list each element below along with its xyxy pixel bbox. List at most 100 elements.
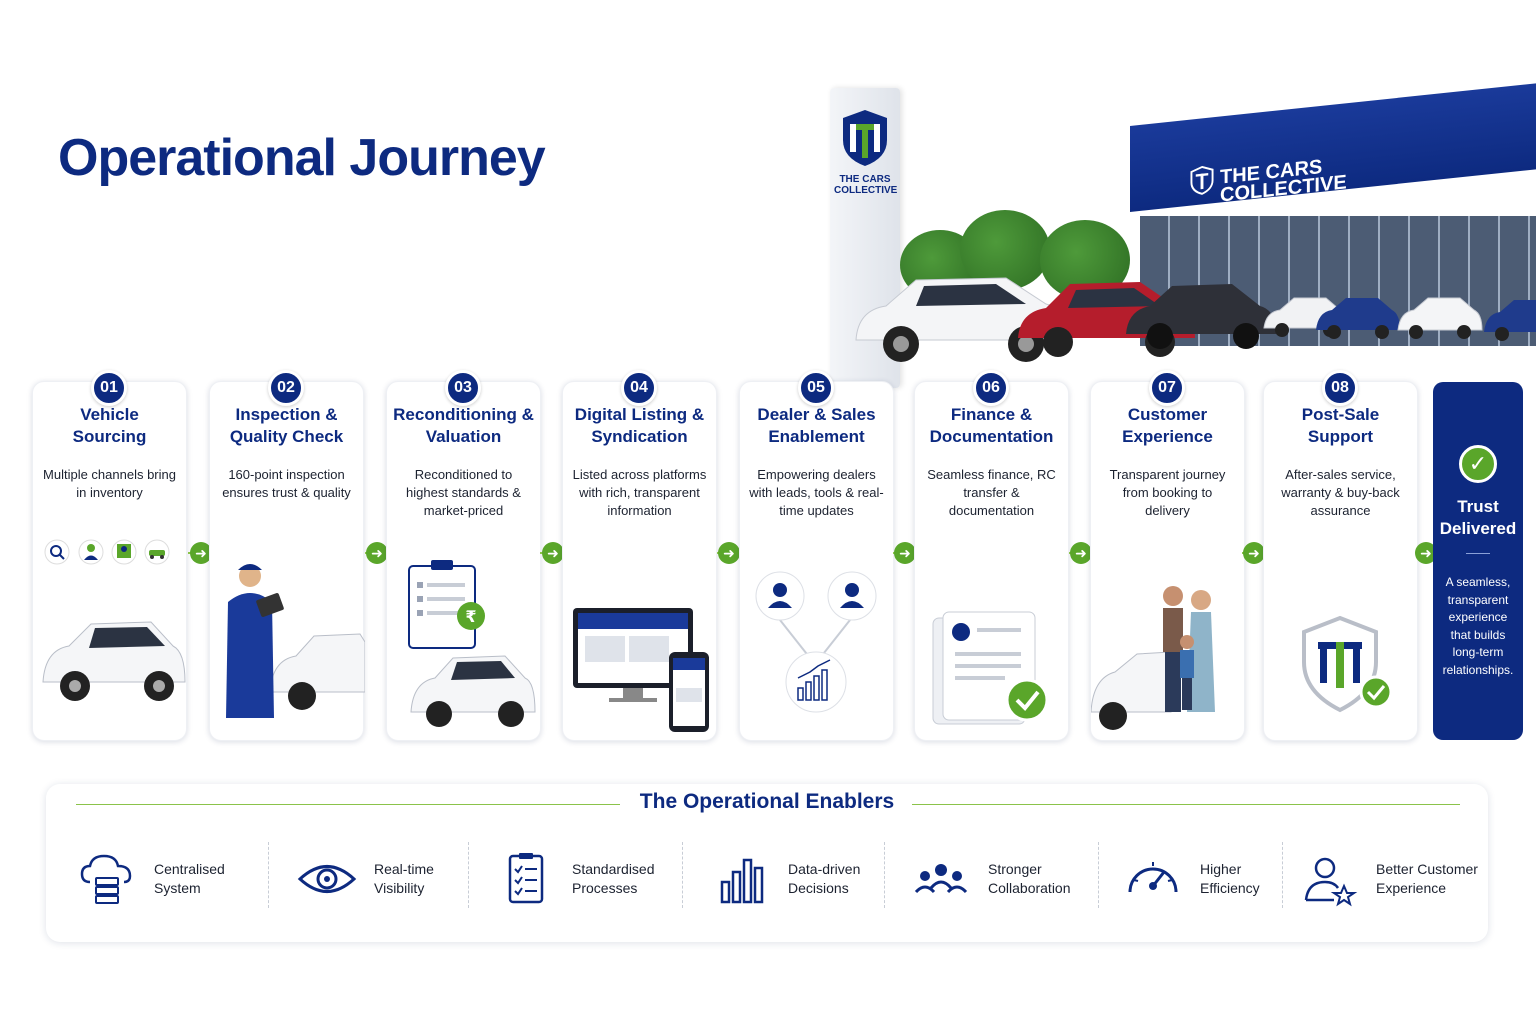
phone-icon: [669, 652, 709, 732]
white-suv-image: [410, 655, 536, 727]
next-arrow-icon: ➜: [718, 542, 740, 564]
user-icon: [755, 571, 805, 621]
bar-chart-icon: [710, 848, 772, 910]
enabler-item: Standardised Processes: [494, 844, 655, 914]
step-number-badge: 06: [973, 370, 1009, 406]
enabler-item: Data-driven Decisions: [710, 844, 860, 914]
pylon-brand-name: THE CARS COLLECTIVE: [834, 174, 898, 196]
step-number-badge: 04: [621, 370, 657, 406]
step-title-line1: Inspection &: [235, 405, 338, 424]
step-description: Reconditioned to highest standards & mar…: [406, 467, 521, 518]
enabler-item: Stronger Collaboration: [910, 844, 1071, 914]
step-title-line1: Finance &: [950, 405, 1033, 424]
brand-name-line2: COLLECTIVE: [834, 185, 898, 196]
car-dark-suv: [1126, 284, 1276, 349]
next-arrow-icon: ➜: [366, 542, 388, 564]
step-description: Multiple channels bring in inventory: [43, 467, 176, 500]
next-arrow-icon: ➜: [894, 542, 916, 564]
step-title: Reconditioning & Valuation: [387, 404, 540, 448]
step-illustration: [210, 532, 366, 737]
step-title: Vehicle Sourcing: [33, 404, 186, 448]
brand-name-line1: THE CARS: [839, 174, 891, 185]
trust-title: Trust Delivered: [1433, 496, 1523, 540]
white-suv-image: [1090, 651, 1172, 730]
step-card-03: 03 Reconditioning & Valuation Reconditio…: [386, 370, 541, 741]
step-card-04: 04 Digital Listing & Syndication Listed …: [562, 370, 717, 741]
checklist-icon: [494, 848, 556, 910]
enabler-label: Standardised Processes: [572, 861, 655, 896]
step-description: Empowering dealers with leads, tools & r…: [749, 467, 884, 518]
eye-icon: [296, 848, 358, 910]
car-white-suv: [855, 277, 1072, 362]
step-number-badge: 05: [798, 370, 834, 406]
trust-delivered-panel: ✓ Trust Delivered A seamless, transparen…: [1433, 382, 1523, 740]
team-icon: [910, 848, 972, 910]
step-illustration: [915, 532, 1068, 737]
step-title-line2: Documentation: [929, 427, 1054, 446]
step-title-line2: Experience: [1122, 427, 1213, 446]
next-arrow-icon: ➜: [190, 542, 212, 564]
enabler-item: Real-time Visibility: [296, 844, 434, 914]
step-title: Digital Listing & Syndication: [563, 404, 716, 448]
step-title: Post-Sale Support: [1264, 404, 1417, 448]
divider: [912, 804, 1460, 805]
next-arrow-icon: ➜: [1243, 542, 1265, 564]
enabler-item: Better Customer Experience: [1298, 844, 1478, 914]
step-illustration: [1090, 532, 1244, 737]
enabler-item: Higher Efficiency: [1122, 844, 1260, 914]
trust-title-line1: Trust: [1457, 497, 1499, 516]
building-logo-icon: [1190, 165, 1214, 195]
svg-text:₹: ₹: [465, 607, 476, 626]
step-illustration: [1264, 532, 1417, 737]
step-title-line2: Support: [1307, 427, 1374, 446]
step-title-line1: Dealer & Sales: [757, 405, 876, 424]
divider: [76, 804, 620, 805]
enablers-title: The Operational Enablers: [639, 790, 895, 813]
check-icon: [1359, 675, 1393, 709]
brand-logo-icon: [843, 110, 887, 166]
step-illustration: [740, 532, 893, 737]
check-icon: [1005, 678, 1049, 722]
next-arrow-icon: ➜: [542, 542, 564, 564]
step-title-line1: Vehicle: [80, 405, 139, 424]
step-illustration: [33, 532, 186, 737]
next-arrow-icon: ➜: [1070, 542, 1092, 564]
step-title: Dealer & Sales Enablement: [740, 404, 893, 448]
step-card-01: 01 Vehicle Sourcing Multiple channels br…: [32, 370, 187, 741]
step-title-line1: Reconditioning &: [393, 405, 534, 424]
cloud-server-icon: [76, 848, 138, 910]
journey-steps: 01 Vehicle Sourcing Multiple channels br…: [30, 355, 1530, 745]
growth-chart-icon: [785, 651, 847, 713]
step-number-badge: 08: [1322, 370, 1358, 406]
search-icon: [44, 539, 70, 565]
step-card-07: 07 Customer Experience Transparent journ…: [1090, 370, 1245, 741]
step-title: Finance & Documentation: [915, 404, 1068, 448]
step-number-badge: 02: [268, 370, 304, 406]
step-title: Customer Experience: [1091, 404, 1244, 448]
enabler-label: Stronger Collaboration: [988, 861, 1071, 896]
step-illustration: [563, 532, 716, 737]
step-title-line1: Post-Sale: [1301, 405, 1380, 424]
trees: [900, 200, 1130, 320]
step-illustration: ₹: [387, 532, 540, 737]
car-white-hatch: [1397, 297, 1483, 339]
trust-description: A seamless, transparent experience that …: [1442, 575, 1514, 677]
enabler-label: Higher Efficiency: [1200, 861, 1260, 896]
speedometer-icon: [1122, 848, 1184, 910]
shield-logo-icon: [1302, 615, 1378, 713]
step-card-06: 06 Finance & Documentation Seamless fina…: [914, 370, 1069, 741]
check-icon: ✓: [1459, 445, 1497, 483]
user-icon: [827, 571, 877, 621]
rupee-icon: ₹: [457, 602, 485, 630]
step-title-line2: Syndication: [591, 427, 688, 446]
divider: [1466, 553, 1490, 554]
step-description: 160-point inspection ensures trust & qua…: [222, 467, 351, 500]
car-icon: [144, 539, 170, 565]
enabler-label: Better Customer Experience: [1376, 861, 1478, 896]
dealer-icon: [111, 539, 137, 565]
operational-enablers-panel: The Operational Enablers Centralised Sys…: [46, 784, 1488, 942]
user-star-icon: [1298, 848, 1360, 910]
step-description: Listed across platforms with rich, trans…: [572, 467, 707, 518]
enabler-item: Centralised System: [76, 844, 225, 914]
hero-dealership-illustration: THE CARS COLLECTIVE THE CARS COLLECTIVE: [740, 80, 1536, 388]
